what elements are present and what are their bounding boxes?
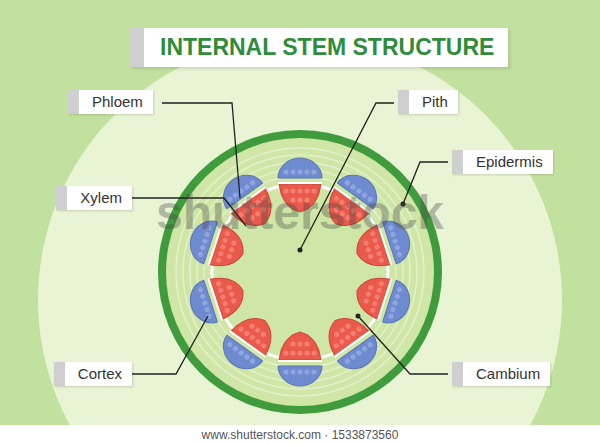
label-box: Phloem <box>68 90 153 114</box>
part-label: Pith <box>422 93 448 110</box>
leader-dot <box>356 314 361 319</box>
part-label: Cortex <box>78 365 122 382</box>
title-tab <box>130 28 144 67</box>
label-box: Cortex <box>54 362 132 386</box>
label-box: Xylem <box>56 186 132 210</box>
part-label: Epidermis <box>476 153 543 170</box>
leader-lines <box>132 103 448 374</box>
epidermis-ring <box>158 130 442 414</box>
label-box: Epidermis <box>452 150 553 174</box>
label-tab <box>452 150 463 174</box>
label-tab <box>68 90 79 114</box>
part-label: Cambium <box>476 365 540 382</box>
cortex <box>166 138 434 406</box>
label-tab <box>398 90 409 114</box>
footer-text: www.shutterstock.com · 1533873560 <box>202 428 399 442</box>
title-box: INTERNAL STEM STRUCTURE <box>130 28 508 67</box>
leader-dot <box>298 248 303 253</box>
part-label: Phloem <box>92 93 143 110</box>
title-text: INTERNAL STEM STRUCTURE <box>160 34 494 60</box>
label-tab <box>54 362 65 386</box>
part-label: Xylem <box>80 189 122 206</box>
background-disc <box>38 38 562 445</box>
label-box: Pith <box>398 90 458 114</box>
label-tab <box>452 362 463 386</box>
watermark: shutterstock <box>156 185 444 240</box>
label-box: Cambium <box>452 362 550 386</box>
cortex-rings <box>176 148 424 396</box>
label-tab <box>56 186 67 210</box>
